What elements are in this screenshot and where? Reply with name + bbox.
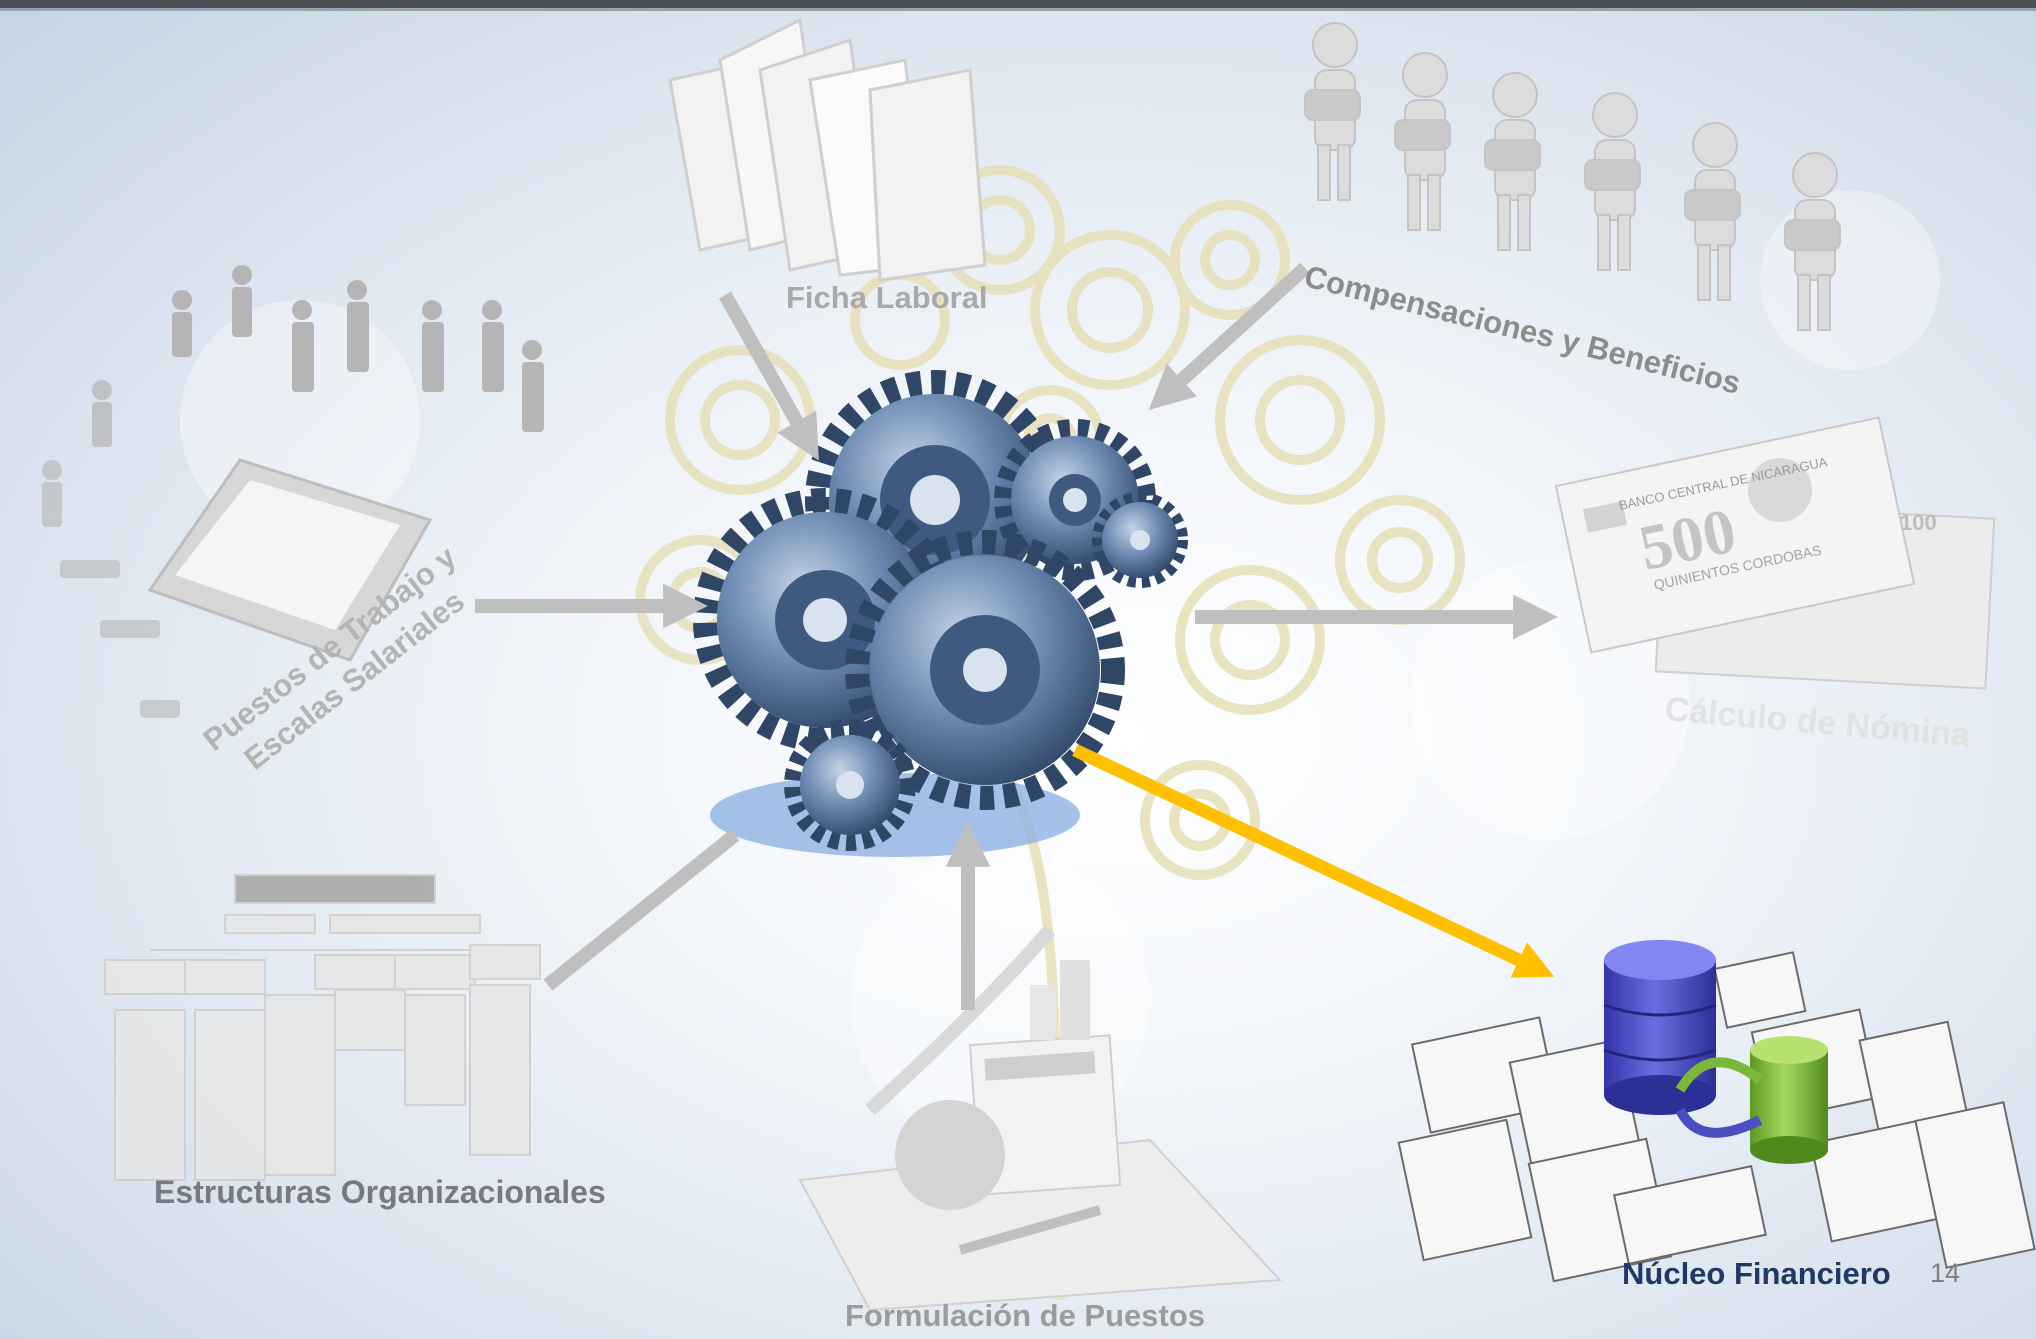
node-label-nucleo-financiero: Núcleo Financiero: [1622, 1256, 1891, 1291]
node-label-ficha-laboral: Ficha Laboral: [786, 280, 988, 315]
node-label-formulacion: Formulación de Puestos: [845, 1298, 1206, 1333]
slide-top-border: [0, 0, 2036, 8]
calculator-illustration: [798, 925, 1283, 1312]
folders-illustration: [668, 17, 987, 282]
node-label-estructuras: Estructuras Organizacionales: [154, 1174, 606, 1210]
org-chart-illustration: [104, 874, 541, 1181]
flow-arrows: [475, 262, 1558, 1010]
arrow-compensaciones-to-core: [1148, 262, 1310, 411]
banknotes-illustration: [1554, 416, 1996, 690]
arrow-core-to-nucleo-highlight: [1072, 744, 1555, 978]
arrow-estructuras-to-core: [543, 829, 740, 991]
central-gears-icon: [693, 370, 1188, 857]
people-carrying-coins-illustration: [1304, 22, 1841, 331]
job-figures-illustration: [42, 265, 544, 718]
banknote-denomination-2: 100: [1900, 510, 1937, 535]
slide-top-border-shadow: [0, 8, 2036, 11]
database-schema-illustration: [1397, 940, 2036, 1283]
page-number: 14: [1930, 1258, 1961, 1288]
book-illustration: [147, 458, 433, 662]
arrow-ficha-to-core: [718, 291, 819, 461]
